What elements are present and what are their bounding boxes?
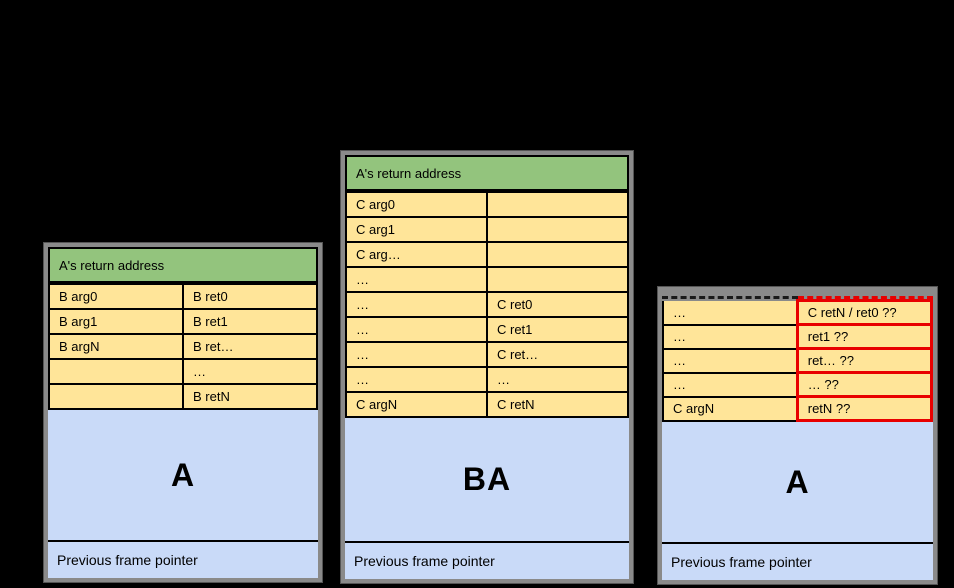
table-row: B arg1 B ret1 [48, 308, 318, 335]
table-row: … ret1 ?? [661, 323, 934, 350]
table-row: … [48, 358, 318, 385]
stack-cell-highlighted: C retN / ret0 ?? [795, 299, 934, 326]
table-row: B retN [48, 383, 318, 410]
stack-cell: C argN [345, 391, 488, 418]
table-row: C arg0 [345, 191, 629, 218]
stack-cell [48, 358, 184, 385]
previous-frame-pointer-cell: Previous frame pointer [662, 542, 933, 580]
stack-cell: C arg1 [345, 216, 488, 243]
table-row: … C ret0 [345, 291, 629, 318]
table-row: B argN B ret… [48, 333, 318, 360]
table-row: … ret… ?? [661, 347, 934, 374]
table-row: … C ret… [345, 341, 629, 368]
stack-cell: C ret… [486, 341, 629, 368]
stack-table-call-b: A's return address B arg0 B ret0 B arg1 … [44, 243, 322, 582]
stack-cell: … [661, 347, 799, 374]
stack-table-after-return: … C retN / ret0 ?? … ret1 ?? … ret… ?? …… [658, 287, 937, 584]
table-row: … … [345, 366, 629, 393]
stack-cell [486, 191, 629, 218]
stack-cell-highlighted: … ?? [795, 371, 934, 398]
stack-cell: B arg1 [48, 308, 184, 335]
stack-cells-table: B arg0 B ret0 B arg1 B ret1 B argN B ret… [48, 283, 318, 410]
frame-label: BA [462, 461, 512, 497]
stack-cell [486, 266, 629, 293]
stack-cell-highlighted: ret1 ?? [795, 323, 934, 350]
table-row: C arg… [345, 241, 629, 268]
stack-cell: B ret0 [182, 283, 318, 310]
stack-cell: C ret1 [486, 316, 629, 343]
stack-cell: B argN [48, 333, 184, 360]
stack-table-call-c: A's return address C arg0 C arg1 C arg… … [341, 151, 633, 583]
stack-column: A's return address C arg0 C arg1 C arg… … [345, 155, 629, 579]
table-row: C argN retN ?? [661, 395, 934, 422]
previous-frame-pointer-cell: Previous frame pointer [345, 541, 629, 579]
return-address-cell: A's return address [345, 155, 629, 191]
stack-cell: C arg0 [345, 191, 488, 218]
frame-region: A [662, 422, 933, 542]
stack-cell: … [345, 366, 488, 393]
black-dashed-line [662, 291, 798, 299]
table-row: C arg1 [345, 216, 629, 243]
stack-cell: B ret1 [182, 308, 318, 335]
stack-cell: … [345, 266, 488, 293]
stack-cell: C retN [486, 391, 629, 418]
stack-cells-table: … C retN / ret0 ?? … ret1 ?? … ret… ?? …… [661, 299, 934, 422]
table-row: … C retN / ret0 ?? [661, 299, 934, 326]
frame-label: A [170, 456, 196, 493]
stack-cell: C arg… [345, 241, 488, 268]
table-row: C argN C retN [345, 391, 629, 418]
stack-cell [48, 383, 184, 410]
stack-cells-table: C arg0 C arg1 C arg… … … C ret0 [345, 191, 629, 418]
stack-cell [486, 216, 629, 243]
table-row: … C ret1 [345, 316, 629, 343]
stack-column: … C retN / ret0 ?? … ret1 ?? … ret… ?? …… [661, 291, 934, 580]
stack-cell: … [661, 371, 799, 398]
stack-column: A's return address B arg0 B ret0 B arg1 … [48, 247, 318, 578]
table-row: B arg0 B ret0 [48, 283, 318, 310]
stack-cell-highlighted: ret… ?? [795, 347, 934, 374]
previous-frame-pointer-cell: Previous frame pointer [48, 540, 318, 578]
return-address-cell: A's return address [48, 247, 318, 283]
stack-cell: B retN [182, 383, 318, 410]
overwritten-boundary-strip [662, 291, 933, 299]
stack-cell: … [345, 341, 488, 368]
red-dashed-line [797, 291, 933, 299]
stack-cell: … [345, 316, 488, 343]
frame-region: A [48, 410, 318, 540]
stack-cell [486, 241, 629, 268]
frame-region: BA [345, 418, 629, 541]
stack-cell: C ret0 [486, 291, 629, 318]
stack-cell: … [486, 366, 629, 393]
table-row: … … ?? [661, 371, 934, 398]
stack-cell: … [345, 291, 488, 318]
frame-label: A [785, 463, 810, 500]
stack-cell: … [661, 323, 799, 350]
table-row: … [345, 266, 629, 293]
stack-cell-highlighted: retN ?? [795, 395, 934, 422]
stack-cell: C argN [661, 395, 799, 422]
stack-cell: … [661, 300, 799, 326]
stack-cell: … [182, 358, 318, 385]
stack-cell: B arg0 [48, 283, 184, 310]
stack-cell: B ret… [182, 333, 318, 360]
